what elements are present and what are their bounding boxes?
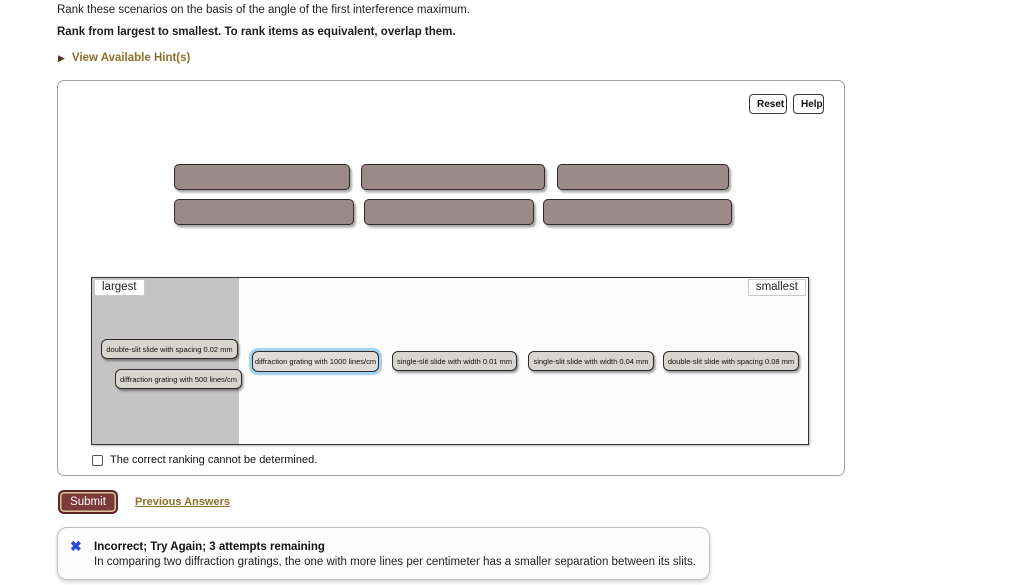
help-button[interactable]: Help (793, 94, 824, 114)
hint-link-label: View Available Hint(s) (71, 52, 191, 64)
previous-answers-link[interactable]: Previous Answers (135, 496, 230, 508)
ranking-activity-panel: Reset Help largest smallest double-slit … (57, 80, 845, 476)
ranking-item-tray: largest smallest double-slit slide with … (91, 277, 809, 445)
rank-item-double-slit-0-02mm[interactable]: double-slit slide with spacing 0.02 mm (101, 339, 238, 359)
rank-item-double-slit-0-08mm[interactable]: double-slit slide with spacing 0.08 mm (663, 351, 799, 371)
rank-slot-6[interactable] (543, 199, 732, 225)
rank-slot-1[interactable] (174, 164, 350, 190)
rank-slot-4[interactable] (174, 199, 354, 225)
ranking-instruction: Rank from largest to smallest. To rank i… (57, 26, 456, 38)
incorrect-x-icon: ✖ (70, 538, 82, 554)
tray-left-shade (92, 278, 239, 444)
feedback-message: In comparing two diffraction gratings, t… (94, 556, 696, 568)
hint-toggle[interactable]: ▶ View Available Hint(s) (58, 52, 190, 64)
feedback-title: Incorrect; Try Again; 3 attempts remaini… (94, 541, 325, 553)
hint-expander-arrow-icon: ▶ (58, 52, 65, 63)
rank-item-grating-500-lines[interactable]: diffraction grating with 500 lines/cm (115, 369, 242, 389)
smallest-label: smallest (747, 279, 806, 296)
cannot-determine-label: The correct ranking cannot be determined… (110, 454, 318, 466)
rank-slot-5[interactable] (364, 199, 534, 225)
feedback-box: ✖ Incorrect; Try Again; 3 attempts remai… (57, 527, 710, 580)
cannot-determine-checkbox[interactable] (92, 454, 103, 466)
question-prompt: Rank these scenarios on the basis of the… (57, 4, 470, 16)
largest-label: largest (94, 279, 145, 296)
rank-slot-3[interactable] (557, 164, 729, 190)
rank-item-grating-1000-lines-selected[interactable]: diffraction grating with 1000 lines/cm (252, 351, 379, 372)
rank-item-single-slit-0-01mm[interactable]: single-slit slide with width 0.01 mm (392, 351, 517, 371)
rank-item-single-slit-0-04mm[interactable]: single-slit slide with width 0.04 mm (528, 351, 654, 371)
cannot-determine-row: The correct ranking cannot be determined… (92, 454, 317, 466)
reset-button[interactable]: Reset (749, 94, 787, 114)
rank-slot-2[interactable] (361, 164, 545, 190)
submit-button[interactable]: Submit (58, 490, 118, 514)
